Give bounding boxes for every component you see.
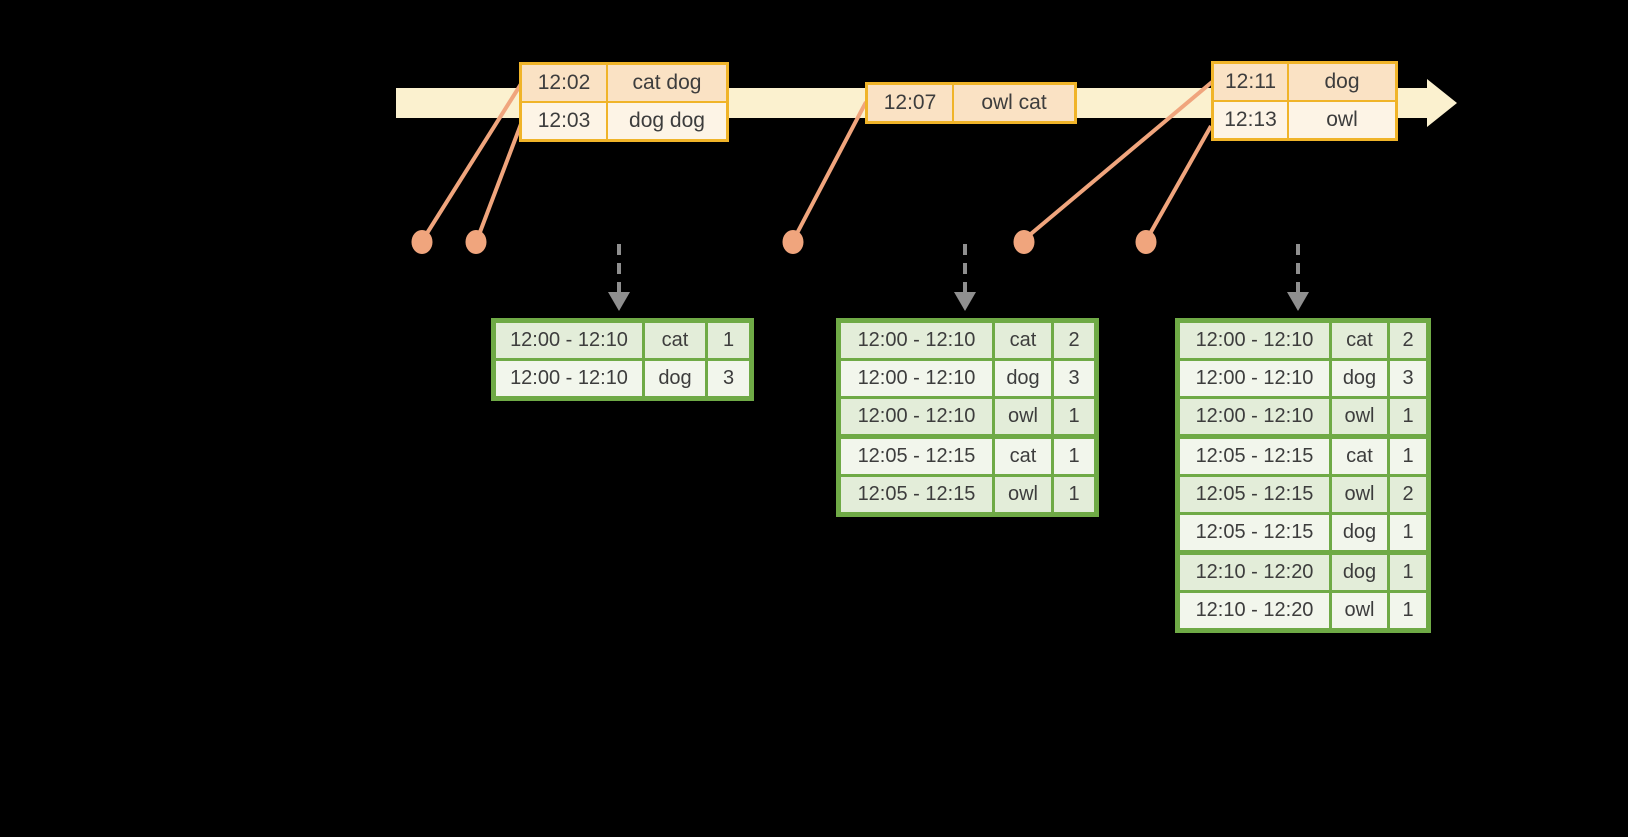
count-cell: 1 (1390, 399, 1426, 434)
result-row: 12:00 - 12:10 owl 1 (1180, 399, 1426, 434)
event-dot (465, 230, 487, 254)
result-row: 12:10 - 12:20 dog 1 (1180, 555, 1426, 590)
result-table-3: 12:00 - 12:10 cat 2 12:00 - 12:10 dog 3 … (1175, 318, 1431, 633)
event-words-cell: dog (1289, 64, 1395, 100)
result-row: 12:05 - 12:15 cat 1 (841, 439, 1094, 474)
event-dot (782, 230, 804, 254)
count-cell: 2 (1390, 323, 1426, 358)
count-cell: 1 (1054, 439, 1094, 474)
window-cell: 12:00 - 12:10 (1180, 361, 1329, 396)
event-dot (1013, 230, 1035, 254)
window-cell: 12:00 - 12:10 (841, 399, 992, 434)
trigger-arrows (617, 244, 1300, 294)
result-row: 12:05 - 12:15 owl 2 (1180, 477, 1426, 512)
count-cell: 1 (1390, 555, 1426, 590)
result-row: 12:10 - 12:20 owl 1 (1180, 593, 1426, 628)
arrow-down-icon (608, 292, 630, 311)
event-time-cell: 12:11 (1214, 64, 1287, 100)
result-table-2: 12:00 - 12:10 cat 2 12:00 - 12:10 dog 3 … (836, 318, 1099, 517)
arrow-down-icon (954, 292, 976, 311)
event-words-cell: owl cat (954, 85, 1074, 121)
event-dot (1135, 230, 1157, 254)
word-cell: cat (645, 323, 705, 358)
window-cell: 12:05 - 12:15 (841, 439, 992, 474)
window-cell: 12:00 - 12:10 (496, 361, 642, 396)
word-cell: dog (645, 361, 705, 396)
event-row: 12:03 dog dog (522, 103, 726, 139)
count-cell: 1 (1390, 439, 1426, 474)
result-row: 12:00 - 12:10 dog 3 (1180, 361, 1426, 396)
word-cell: owl (995, 399, 1051, 434)
event-row: 12:11 dog (1214, 64, 1395, 100)
event-table-3: 12:11 dog 12:13 owl (1211, 61, 1398, 141)
window-cell: 12:05 - 12:15 (1180, 477, 1329, 512)
word-cell: owl (1332, 593, 1387, 628)
arrow-down-icon (1287, 292, 1309, 311)
result-row: 12:00 - 12:10 cat 2 (1180, 323, 1426, 358)
event-time-cell: 12:02 (522, 65, 606, 101)
word-cell: cat (1332, 439, 1387, 474)
count-cell: 3 (1390, 361, 1426, 396)
event-time-cell: 12:13 (1214, 102, 1287, 138)
word-cell: dog (1332, 515, 1387, 550)
window-cell: 12:05 - 12:15 (1180, 515, 1329, 550)
result-row: 12:05 - 12:15 dog 1 (1180, 515, 1426, 550)
word-cell: owl (1332, 399, 1387, 434)
window-cell: 12:10 - 12:20 (1180, 593, 1329, 628)
window-cell: 12:10 - 12:20 (1180, 555, 1329, 590)
result-row: 12:00 - 12:10 cat 2 (841, 323, 1094, 358)
result-row: 12:05 - 12:15 cat 1 (1180, 439, 1426, 474)
window-cell: 12:05 - 12:15 (1180, 439, 1329, 474)
window-cell: 12:00 - 12:10 (1180, 323, 1329, 358)
count-cell: 1 (1054, 399, 1094, 434)
count-cell: 1 (1054, 477, 1094, 512)
word-cell: owl (995, 477, 1051, 512)
event-row: 12:13 owl (1214, 102, 1395, 138)
result-row: 12:05 - 12:15 owl 1 (841, 477, 1094, 512)
count-cell: 1 (1390, 593, 1426, 628)
timeline-arrow-head-icon (1427, 79, 1457, 127)
result-row: 12:00 - 12:10 dog 3 (496, 361, 749, 396)
window-cell: 12:00 - 12:10 (841, 361, 992, 396)
event-dot (411, 230, 433, 254)
result-row: 12:00 - 12:10 owl 1 (841, 399, 1094, 434)
word-cell: dog (1332, 361, 1387, 396)
event-table-2: 12:07 owl cat (865, 82, 1077, 124)
word-cell: owl (1332, 477, 1387, 512)
result-row: 12:00 - 12:10 dog 3 (841, 361, 1094, 396)
window-cell: 12:05 - 12:15 (841, 477, 992, 512)
event-words-cell: owl (1289, 102, 1395, 138)
word-cell: dog (995, 361, 1051, 396)
event-time-cell: 12:03 (522, 103, 606, 139)
count-cell: 2 (1054, 323, 1094, 358)
event-table-1: 12:02 cat dog 12:03 dog dog (519, 62, 729, 142)
trigger-arrow-heads (608, 292, 1309, 311)
result-row: 12:00 - 12:10 cat 1 (496, 323, 749, 358)
window-cell: 12:00 - 12:10 (1180, 399, 1329, 434)
connector-line (1145, 125, 1213, 240)
connector-line (475, 123, 523, 241)
word-cell: cat (1332, 323, 1387, 358)
connector-line (792, 101, 868, 240)
result-table-1: 12:00 - 12:10 cat 1 12:00 - 12:10 dog 3 (491, 318, 754, 401)
event-row: 12:02 cat dog (522, 65, 726, 101)
window-cell: 12:00 - 12:10 (496, 323, 642, 358)
count-cell: 1 (708, 323, 749, 358)
event-row: 12:07 owl cat (868, 85, 1074, 121)
word-cell: cat (995, 323, 1051, 358)
event-dots (411, 230, 1157, 254)
count-cell: 2 (1390, 477, 1426, 512)
word-cell: cat (995, 439, 1051, 474)
word-cell: dog (1332, 555, 1387, 590)
window-cell: 12:00 - 12:10 (841, 323, 992, 358)
count-cell: 3 (708, 361, 749, 396)
event-words-cell: dog dog (608, 103, 726, 139)
count-cell: 1 (1390, 515, 1426, 550)
event-words-cell: cat dog (608, 65, 726, 101)
event-time-cell: 12:07 (868, 85, 952, 121)
count-cell: 3 (1054, 361, 1094, 396)
